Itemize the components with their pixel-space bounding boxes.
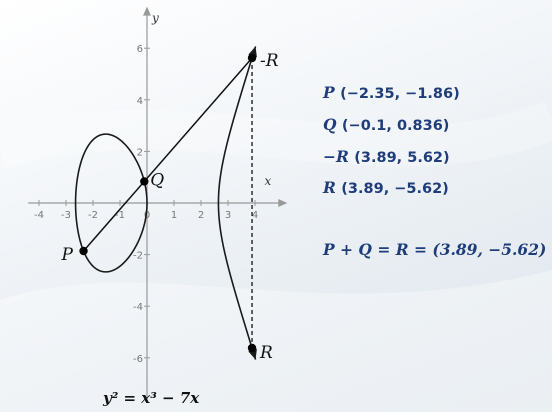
x-tick-label: 3 (225, 210, 231, 221)
point-r-label: R (259, 343, 273, 363)
point-p-marker (79, 246, 88, 256)
info-sum-equation: P + Q = R = (3.89, −5.62) (323, 240, 547, 259)
info-point-r: R (3.89, −5.62) (323, 178, 449, 197)
info-point-neg-r: −R (3.89, 5.62) (323, 147, 450, 166)
x-tick-label: 0 (144, 210, 150, 221)
curve-equation: y² = x³ − 7x (103, 389, 200, 407)
curve-branch (217, 46, 257, 360)
y-axis-arrow-icon (143, 6, 151, 16)
point-q-marker (140, 177, 149, 186)
x-axis-label: x (264, 174, 271, 188)
point-q-label: Q (150, 170, 164, 190)
y-tick-label: 6 (137, 44, 143, 55)
curve-oval (74, 133, 148, 273)
y-tick-label: 2 (137, 147, 143, 158)
y-tick-label: -4 (133, 302, 143, 313)
x-tick-label: -3 (61, 210, 71, 221)
y-tick-label: 4 (137, 96, 143, 107)
x-tick-label: 1 (171, 210, 177, 221)
info-point-q: Q (−0.1, 0.836) (323, 115, 450, 134)
point-r-marker (247, 343, 257, 353)
x-tick-label: 4 (252, 210, 258, 221)
x-tick-label: -4 (34, 210, 44, 221)
x-tick-label: -1 (115, 210, 125, 221)
point-neg-r-label: -R (260, 51, 279, 71)
point-neg-r-marker (247, 53, 257, 63)
y-tick-label: -2 (133, 251, 143, 262)
point-p-label: P (61, 245, 74, 265)
info-point-p: P (−2.35, −1.86) (323, 83, 460, 102)
x-tick-label: -2 (88, 210, 98, 221)
y-tick-label: -6 (133, 354, 143, 365)
y-axis-label: y (151, 11, 159, 25)
x-tick-label: 2 (198, 210, 204, 221)
x-axis-arrow-icon (278, 199, 288, 207)
secant-line (82, 57, 253, 252)
